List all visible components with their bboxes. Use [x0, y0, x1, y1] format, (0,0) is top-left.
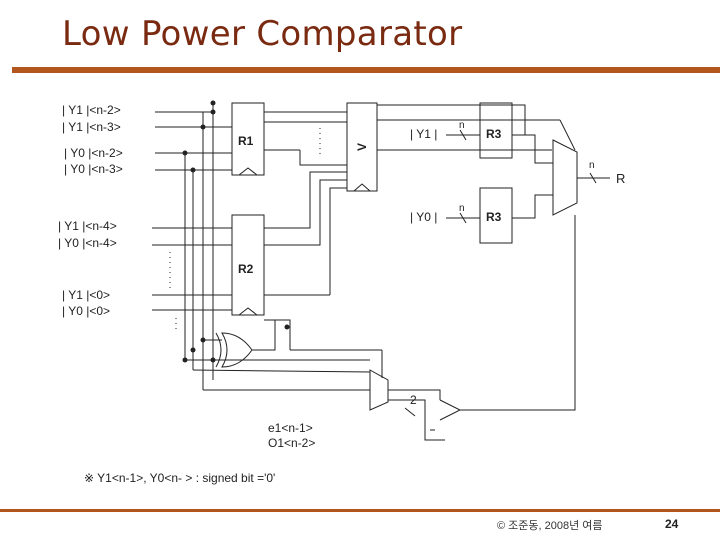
- label-y0-0: | Y0 |<0>: [62, 304, 110, 318]
- register-r2: [231, 214, 265, 316]
- label-y0-n3: | Y0 |<n-3>: [64, 162, 123, 176]
- note-signed-bit: ※ Y1<n-1>, Y0<n- > : signed bit ='0': [84, 471, 275, 485]
- label-r3-top: R3: [486, 127, 502, 141]
- label-y1-abs: | Y1 |: [410, 127, 437, 141]
- label-o1: O1<n-2>: [268, 436, 315, 450]
- label-output-r: R: [616, 171, 625, 186]
- bottom-mux: [369, 369, 389, 411]
- label-v: V: [355, 143, 369, 151]
- label-y0-n4: | Y0 |<n-4>: [58, 236, 117, 250]
- register-r3-bottom: [479, 187, 513, 244]
- register-r3-top: [479, 102, 513, 159]
- output-mux: [552, 139, 578, 216]
- wire-y1-n2: [155, 103, 214, 113]
- footer-rule: [0, 509, 720, 512]
- label-r3-bottom: R3: [486, 210, 502, 224]
- label-r2: R2: [238, 262, 254, 276]
- label-n-bottom: n: [459, 203, 465, 214]
- label-y0-n2: | Y0 |<n-2>: [64, 146, 123, 160]
- page-number: 24: [665, 517, 679, 531]
- label-y1-n3: | Y1 |<n-3>: [62, 120, 121, 134]
- title-underline: [12, 67, 720, 73]
- label-n-top: n: [459, 120, 465, 131]
- xor-gate: [221, 332, 253, 368]
- block-v: [346, 102, 378, 192]
- label-y1-0: | Y1 |<0>: [62, 288, 110, 302]
- label-bus-n: n: [589, 160, 595, 171]
- label-y0-abs: | Y0 |: [410, 210, 437, 224]
- label-y1-n2: | Y1 |<n-2>: [62, 103, 121, 117]
- copyright-text: © 조준동, 2008년 여름: [497, 520, 603, 532]
- slide-title: Low Power Comparator: [62, 14, 463, 54]
- register-r1: [231, 102, 265, 176]
- label-y1-n4: | Y1 |<n-4>: [58, 219, 117, 233]
- label-bus-2: 2: [410, 393, 417, 407]
- label-e1: e1<n-1>: [268, 421, 313, 435]
- label-r1: R1: [238, 134, 254, 148]
